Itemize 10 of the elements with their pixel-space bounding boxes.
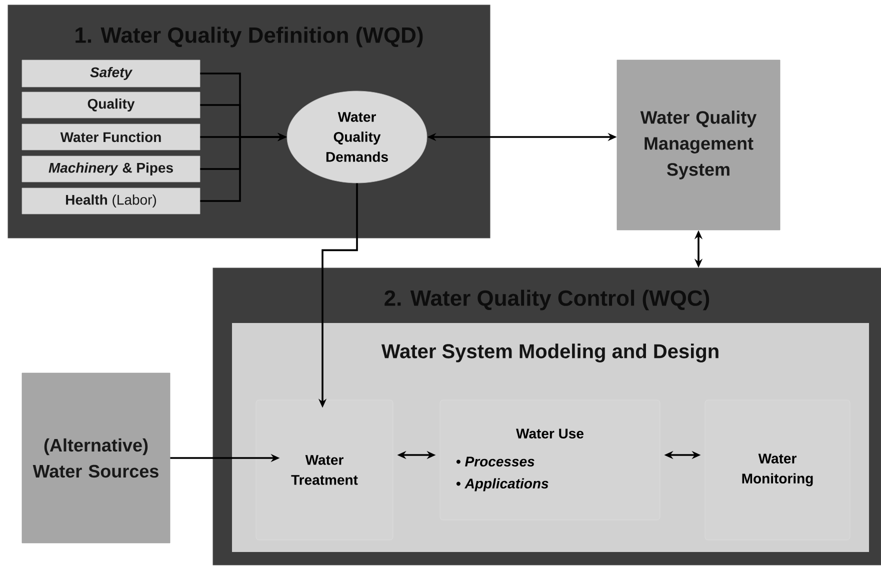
system-box: (Alternative) Water Sources — [22, 372, 170, 544]
stage-box: Water Use • Processes • Applications — [440, 400, 660, 520]
criterion-box: Quality — [22, 92, 200, 118]
criterion-box: Water Function — [22, 124, 200, 150]
stage-box: Water Treatment — [256, 400, 394, 540]
criterion-box: Machinery & Pipes — [22, 156, 200, 182]
stage-box: Water Monitoring — [704, 400, 850, 540]
system-box: Water Quality Management System — [616, 60, 780, 230]
criterion-box: Health (Labor) — [22, 188, 200, 214]
criterion-box: Safety — [22, 60, 200, 88]
